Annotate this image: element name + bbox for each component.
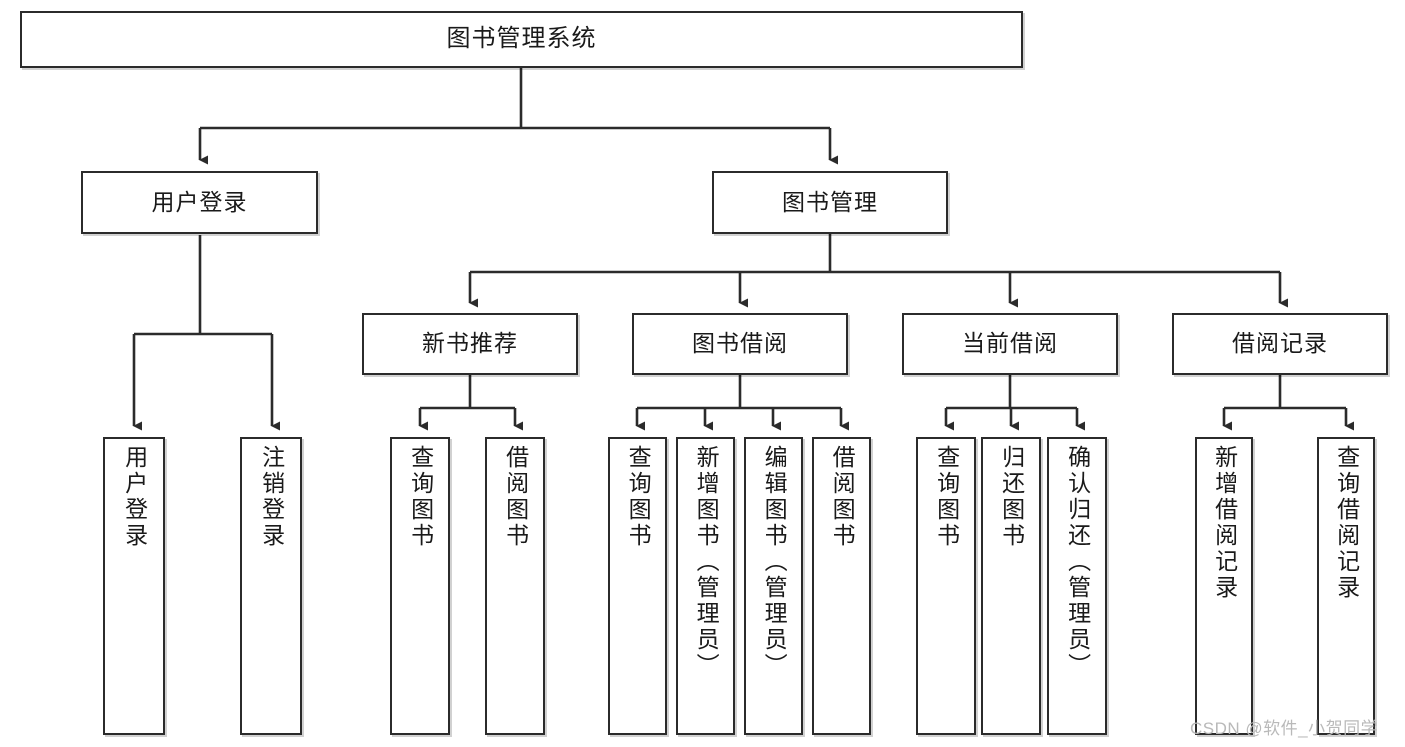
node-leaf-query-book-2[interactable]: 查询图书	[608, 437, 667, 735]
node-leaf-user-login[interactable]: 用户登录	[103, 437, 165, 735]
node-leaf-add-book[interactable]: 新增图书（管理员）	[676, 437, 735, 735]
node-leaf-borrow-book-2[interactable]: 借阅图书	[812, 437, 871, 735]
node-leaf-query-book-3[interactable]: 查询图书	[916, 437, 976, 735]
node-label: 借阅图书	[829, 445, 856, 549]
node-leaf-borrow-book-1[interactable]: 借阅图书	[485, 437, 545, 735]
node-label: 查询借阅记录	[1333, 445, 1360, 601]
node-root-system[interactable]: 图书管理系统	[20, 11, 1023, 68]
node-label: 当前借阅	[962, 330, 1058, 357]
node-label: 查询图书	[625, 445, 652, 549]
node-label: 确认归还（管理员）	[1064, 445, 1091, 679]
node-label: 编辑图书（管理员）	[761, 445, 788, 679]
node-leaf-return-book[interactable]: 归还图书	[981, 437, 1041, 735]
node-label: 归还图书	[998, 445, 1025, 549]
node-current-borrow[interactable]: 当前借阅	[902, 313, 1118, 375]
node-book-borrow[interactable]: 图书借阅	[632, 313, 848, 375]
node-new-book-recommend[interactable]: 新书推荐	[362, 313, 578, 375]
node-leaf-logout-login[interactable]: 注销登录	[240, 437, 302, 735]
node-label: 新书推荐	[422, 330, 518, 357]
node-leaf-edit-book[interactable]: 编辑图书（管理员）	[744, 437, 803, 735]
node-label: 图书管理系统	[446, 25, 597, 53]
node-label: 借阅记录	[1232, 330, 1328, 357]
node-label: 图书管理	[782, 188, 878, 215]
watermark-credit: CSDN @软件_小贺同学	[1190, 719, 1379, 738]
node-label: 用户登录	[151, 188, 248, 215]
node-label: 查询图书	[933, 445, 960, 549]
node-user-login[interactable]: 用户登录	[81, 171, 318, 234]
node-label: 图书借阅	[692, 330, 788, 357]
node-label: 注销登录	[258, 445, 285, 549]
node-label: 查询图书	[407, 445, 434, 549]
node-label: 新增图书（管理员）	[693, 445, 720, 679]
node-leaf-confirm-return[interactable]: 确认归还（管理员）	[1047, 437, 1107, 735]
node-label: 用户登录	[121, 445, 148, 549]
node-borrow-record[interactable]: 借阅记录	[1172, 313, 1388, 375]
node-leaf-add-borrow-record[interactable]: 新增借阅记录	[1195, 437, 1253, 735]
node-book-manage[interactable]: 图书管理	[712, 171, 948, 234]
node-label: 借阅图书	[502, 445, 529, 549]
node-leaf-query-book-1[interactable]: 查询图书	[390, 437, 450, 735]
node-label: 新增借阅记录	[1211, 445, 1238, 601]
node-leaf-query-borrow-record[interactable]: 查询借阅记录	[1317, 437, 1375, 735]
